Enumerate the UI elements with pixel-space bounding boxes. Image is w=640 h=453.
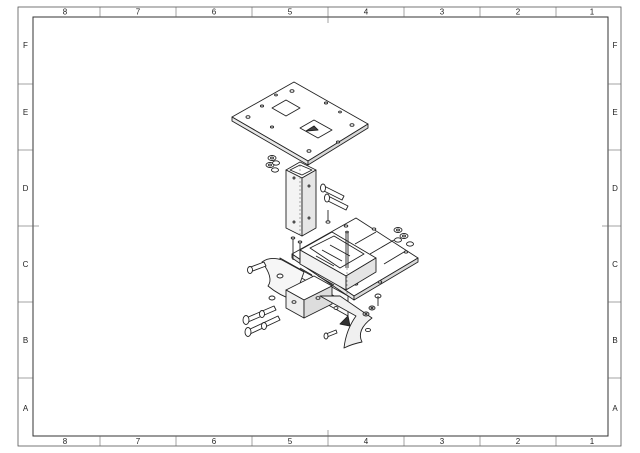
column-labels-top: 8 7 6 5 4 3 2 1: [63, 8, 595, 17]
exploded-assembly: [232, 82, 418, 348]
curved-leg: [320, 296, 372, 348]
col-label-4: 4: [364, 437, 369, 446]
col-label-6: 6: [212, 437, 217, 446]
col-label-4: 4: [364, 8, 369, 17]
col-label-2: 2: [516, 437, 521, 446]
col-label-8: 8: [63, 437, 68, 446]
small-bolt-bottom: [324, 330, 337, 339]
row-label-d: D: [23, 184, 29, 193]
inner-border: [32, 16, 609, 437]
left-wing-bracket: [248, 258, 305, 300]
row-ticks: [18, 83, 621, 379]
row-label-f: F: [23, 41, 28, 50]
row-label-e: E: [23, 108, 28, 117]
row-label-c: C: [612, 260, 618, 269]
bolts-bottom-left: [243, 306, 280, 337]
col-label-8: 8: [63, 8, 68, 17]
column-ticks: [99, 7, 557, 446]
row-label-e: E: [612, 108, 617, 117]
nut-washer-stack-left: [266, 156, 280, 173]
row-label-a: A: [612, 404, 618, 413]
row-label-b: B: [612, 336, 617, 345]
col-label-7: 7: [136, 437, 141, 446]
row-label-a: A: [23, 404, 29, 413]
row-labels-right: F E D C B A: [612, 41, 618, 413]
column-labels-bottom: 8 7 6 5 4 3 2 1: [63, 437, 595, 446]
col-label-5: 5: [288, 8, 293, 17]
row-label-d: D: [612, 184, 618, 193]
col-label-5: 5: [288, 437, 293, 446]
channel-bracket: [300, 232, 376, 290]
row-label-c: C: [23, 260, 29, 269]
row-label-b: B: [23, 336, 28, 345]
plate-cutout-rear: [272, 100, 300, 116]
assembly-centerlines: [300, 165, 347, 296]
col-label-2: 2: [516, 8, 521, 17]
outer-border: [17, 6, 622, 447]
square-tube-column: [286, 162, 316, 236]
bolts-right-of-column: [321, 184, 349, 223]
washer-column-bottom-right: [363, 294, 381, 332]
plate-holes: [246, 90, 354, 153]
col-label-1: 1: [590, 437, 595, 446]
col-label-1: 1: [590, 8, 595, 17]
col-label-3: 3: [440, 8, 445, 17]
lower-bracket-block: [286, 276, 332, 318]
col-label-7: 7: [136, 8, 141, 17]
vertical-long-bolt: [346, 231, 349, 268]
short-vertical-bolts: [291, 237, 302, 262]
col-label-6: 6: [212, 8, 217, 17]
row-labels-left: F E D C B A: [23, 41, 29, 413]
row-label-f: F: [613, 41, 618, 50]
top-plate: [232, 82, 368, 165]
nut-washer-stack-right: [394, 228, 414, 247]
col-label-3: 3: [440, 437, 445, 446]
